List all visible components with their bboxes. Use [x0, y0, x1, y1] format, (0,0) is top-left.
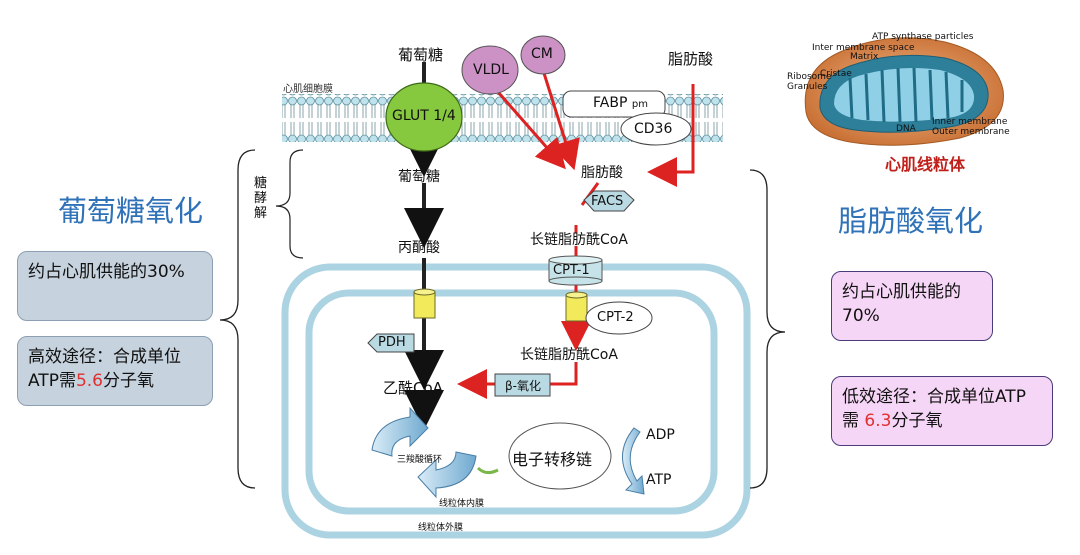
- fabp-text: FABP: [593, 95, 628, 111]
- facs-enzyme: [583, 190, 635, 212]
- inner-membrane-label: 线粒体内膜: [439, 499, 485, 509]
- cpt1-label: CPT-1: [553, 263, 590, 278]
- pdh-label: PDH: [378, 335, 406, 350]
- glycolysis-label: 糖酵解: [254, 176, 268, 221]
- facs-label: FACS: [591, 194, 624, 209]
- pyruvate-carrier-icon: [413, 288, 436, 319]
- fabp-subscript: pm: [631, 99, 648, 110]
- pyruvate-label: 丙酮酸: [398, 240, 440, 256]
- mito-inner-membrane: [305, 289, 718, 515]
- lcfacoa-matrix-label: 长链脂肪酰CoA: [520, 347, 618, 363]
- vldl-particle: [461, 45, 519, 95]
- fatty-acid-intracellular-label: 脂肪酸: [581, 165, 623, 181]
- mito-outer-membrane: [281, 263, 751, 539]
- fatty-acid-efficiency-unit: 分子氧: [891, 411, 943, 431]
- glut-transporter: [385, 82, 463, 152]
- mito-label-outer-membrane: Outer membrane: [932, 127, 1010, 137]
- glucose-efficiency-text: 高效途径：合成单位ATP需: [28, 347, 181, 391]
- mito-label-ribosome: Ribosome: [787, 72, 832, 82]
- left-brace: [219, 149, 256, 489]
- adp-atp-arrow: [622, 427, 645, 495]
- glucose-share-box: 约占心肌供能的30%: [17, 251, 213, 321]
- etc-label: 电子转移链: [512, 450, 593, 469]
- carnitine-carrier-icon: [565, 291, 588, 322]
- acetyl-coa-label: 乙酰CoA: [383, 379, 443, 397]
- glucose-extracellular-label: 葡萄糖: [398, 46, 444, 64]
- cm-particle: [520, 35, 566, 75]
- mito-label-intermembrane: Inter membrane space: [812, 43, 915, 53]
- mito-label-matrix: Matrix: [850, 52, 879, 62]
- beta-oxidation-box: [494, 373, 551, 397]
- tca-cycle-icon: [371, 406, 499, 499]
- cell-membrane-label: 心肌细胞膜: [283, 84, 333, 95]
- cd36-label: CD36: [634, 121, 673, 137]
- mitochondrion-illustration: [804, 37, 1004, 146]
- glut-label: GLUT 1/4: [392, 108, 456, 124]
- atp-label: ATP: [646, 472, 672, 488]
- mito-label-inner-membrane: Inner membrane: [932, 117, 1008, 127]
- vldl-label: VLDL: [473, 62, 509, 78]
- glucose-efficiency-box: 高效途径：合成单位ATP需5.6分子氧: [17, 336, 213, 406]
- tca-cycle-label: 三羧酸循环: [397, 455, 443, 465]
- fatty-acid-oxidation-title: 脂肪酸氧化: [838, 204, 984, 238]
- cpt1-enzyme: [548, 255, 603, 286]
- outer-membrane-label: 线粒体外膜: [418, 523, 464, 533]
- glucose-intracellular-label: 葡萄糖: [398, 169, 440, 185]
- mito-label-dna: DNA: [896, 124, 916, 134]
- mito-label-cristae: Cristae: [820, 69, 852, 79]
- right-brace: [749, 169, 786, 489]
- fabp-label: FABP pm: [593, 95, 648, 111]
- mito-label-granules: Granules: [787, 82, 828, 92]
- cpt2-label: CPT-2: [597, 310, 634, 325]
- fatty-acid-efficiency-box: 低效途径：合成单位ATP需 6.3分子氧: [831, 376, 1053, 446]
- fatty-acid-oxygen-value: 6.3: [864, 411, 892, 431]
- glycolysis-brace: [275, 149, 304, 259]
- glucose-oxidation-title: 葡萄糖氧化: [58, 194, 204, 228]
- cm-label: CM: [531, 46, 553, 62]
- mito-caption: 心肌线粒体: [885, 155, 966, 174]
- fatty-acid-efficiency-text: 低效途径：合成单位ATP需: [842, 387, 1026, 431]
- mito-label-atp-synthase: ATP synthase particles: [872, 32, 974, 42]
- glucose-efficiency-unit: 分子氧: [103, 371, 154, 391]
- lcfacoa-cytosol-label: 长链脂肪酰CoA: [530, 232, 628, 248]
- fatty-acid-share-box: 约占心肌供能的70%: [831, 271, 993, 341]
- glucose-oxygen-value: 5.6: [75, 371, 103, 391]
- cpt2-enzyme: [585, 301, 653, 335]
- fatty-acid-extracellular-label: 脂肪酸: [668, 50, 714, 68]
- beta-oxidation-label: β-氧化: [505, 379, 541, 393]
- adp-label: ADP: [646, 427, 675, 443]
- electron-transport-chain: [508, 422, 612, 490]
- fabp-protein: [562, 90, 666, 118]
- cd36-protein: [620, 112, 692, 146]
- pdh-enzyme: [367, 333, 415, 353]
